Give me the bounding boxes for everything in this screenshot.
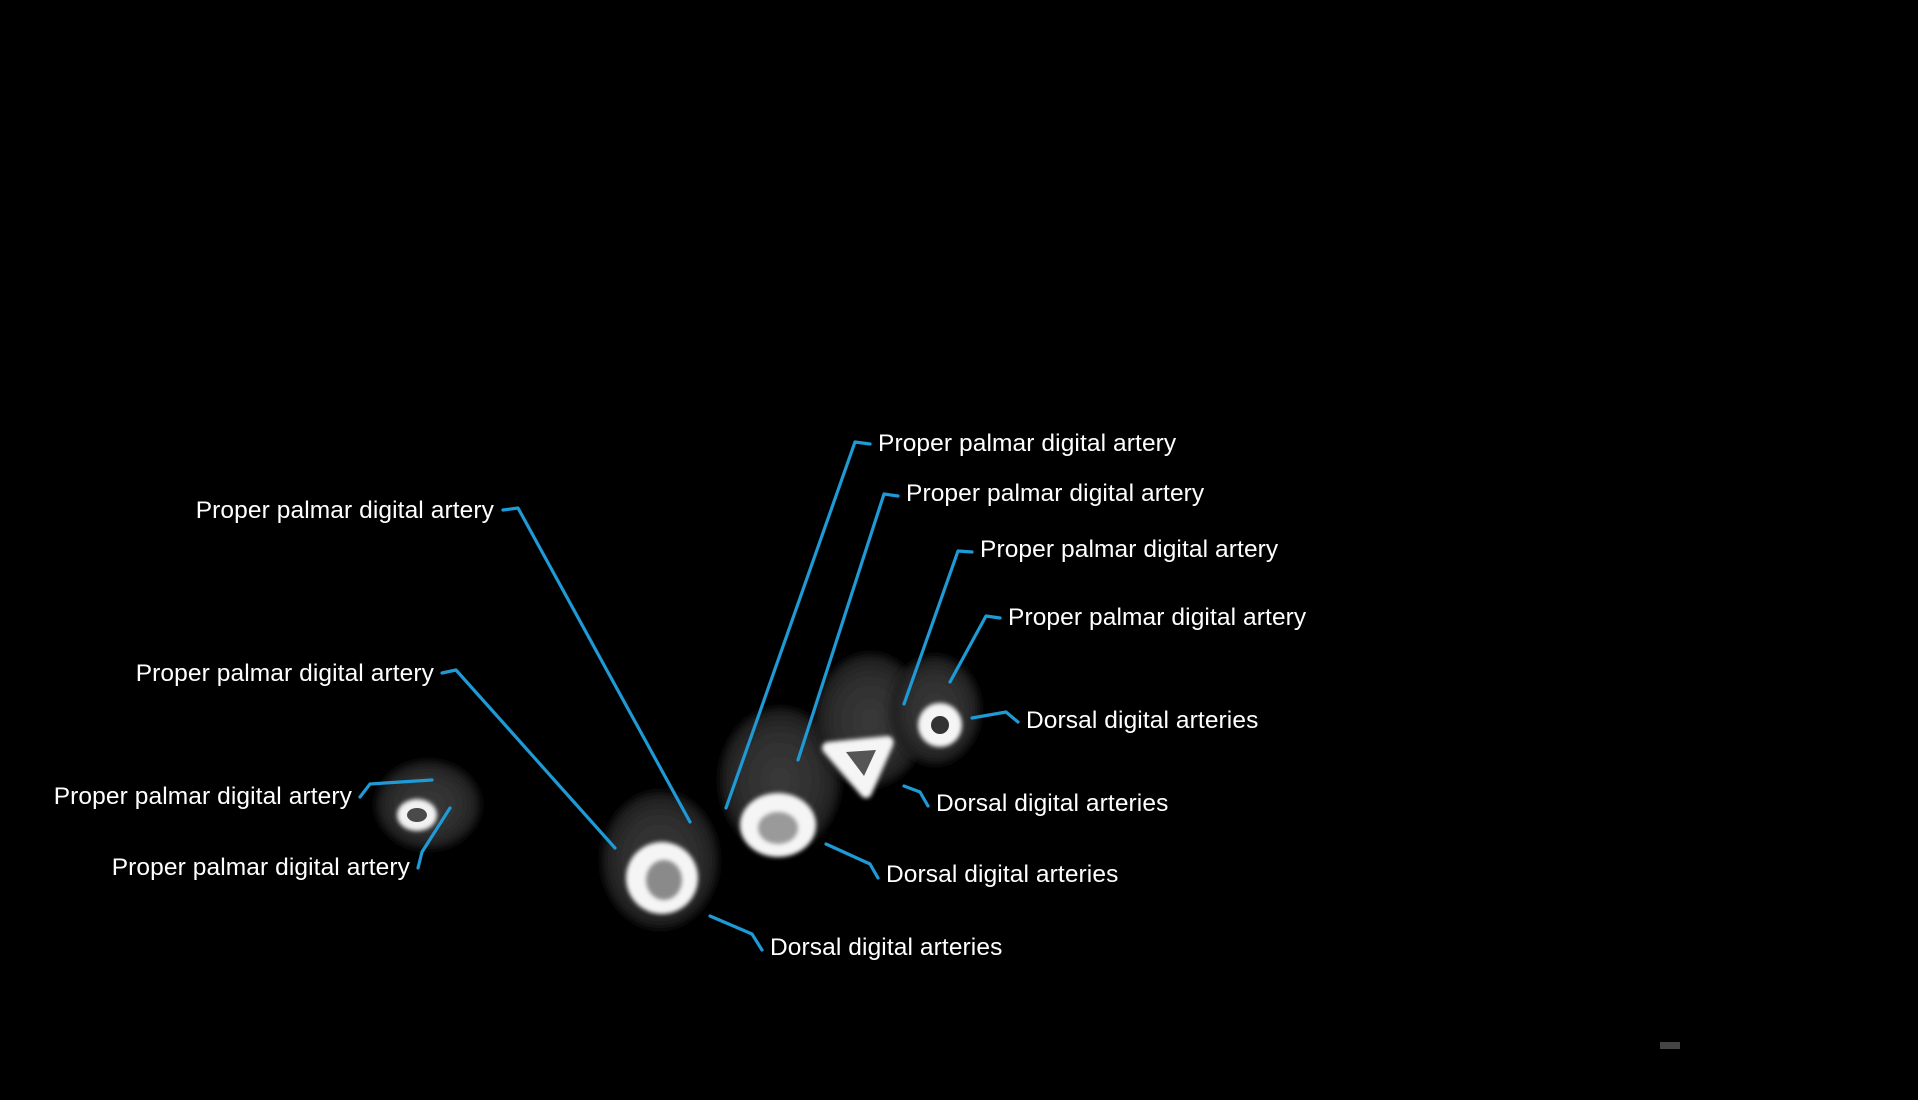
thumb-cross-section [376, 761, 480, 849]
label-ppda-middle-top: Proper palmar digital artery [906, 480, 1205, 507]
leader-ppda-ring-top [902, 549, 974, 706]
middle-finger-cross-section [720, 708, 840, 857]
leader-dda-little [970, 710, 1020, 724]
leader-ppda-index-left-lower [440, 668, 617, 850]
leader-ppda-thumb-upper [358, 778, 434, 799]
leader-dda-middle [824, 842, 880, 880]
index-finger-cross-section [602, 792, 718, 928]
little-finger-cross-section [890, 656, 980, 764]
leader-ppda-thumb-lower [416, 806, 452, 870]
label-ppda-index-left: Proper palmar digital artery [195, 497, 494, 524]
label-dda-little: Dorsal digital arteries [1026, 707, 1259, 734]
label-dda-ring: Dorsal digital arteries [936, 790, 1169, 817]
leader-ppda-index-top [724, 440, 872, 810]
label-ppda-ring-top: Proper palmar digital artery [980, 536, 1279, 563]
scan-artifact [1660, 1042, 1680, 1049]
label-ppda-thumb-lower: Proper palmar digital artery [111, 854, 410, 881]
leader-ppda-index-left [501, 506, 692, 824]
leader-dda-index [708, 914, 764, 952]
label-ppda-index-top: Proper palmar digital artery [878, 430, 1177, 457]
label-dda-index: Dorsal digital arteries [770, 934, 1003, 961]
label-ppda-index-left-lower: Proper palmar digital artery [135, 660, 434, 687]
leader-dda-ring [902, 784, 930, 808]
label-dda-middle: Dorsal digital arteries [886, 861, 1119, 888]
leader-lines [358, 440, 1020, 952]
leader-ppda-little-top [948, 614, 1002, 684]
leader-ppda-middle-top [796, 492, 900, 762]
label-ppda-thumb-upper: Proper palmar digital artery [53, 783, 352, 810]
label-ppda-little-top: Proper palmar digital artery [1008, 604, 1307, 631]
